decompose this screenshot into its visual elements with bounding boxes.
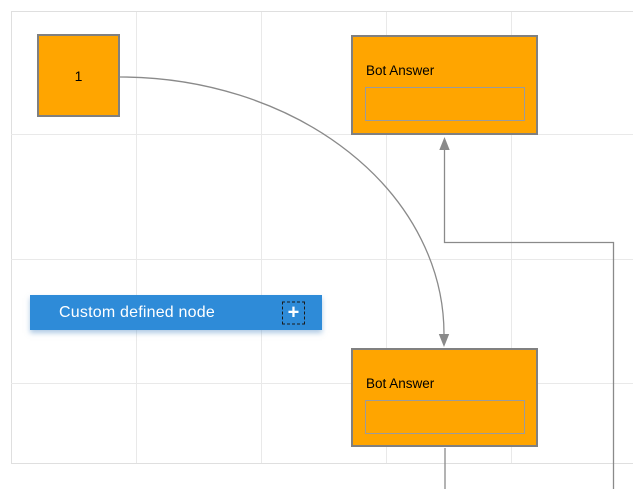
orthogonal-connector-return-segment[interactable] — [443, 150, 615, 489]
node-square-1-label: 1 — [74, 67, 83, 84]
plus-glyph: + — [287, 301, 300, 324]
node-bot-answer-bottom[interactable]: Bot Answer — [351, 348, 538, 447]
bot-answer-text-box[interactable] — [365, 400, 525, 434]
bot-answer-title: Bot Answer — [366, 376, 435, 391]
bot-answer-title: Bot Answer — [366, 63, 435, 78]
curved-connector[interactable] — [119, 76, 445, 335]
bot-answer-text-box[interactable] — [365, 87, 525, 121]
node-custom-defined[interactable]: Custom defined node + — [30, 295, 322, 330]
arrowhead-up-icon — [439, 137, 450, 150]
arrowhead-down-icon — [438, 334, 450, 347]
node-bot-answer-top[interactable]: Bot Answer — [351, 35, 538, 135]
custom-node-label: Custom defined node — [59, 303, 215, 321]
node-square-1[interactable]: 1 — [37, 34, 120, 117]
plus-icon[interactable]: + — [282, 301, 305, 324]
